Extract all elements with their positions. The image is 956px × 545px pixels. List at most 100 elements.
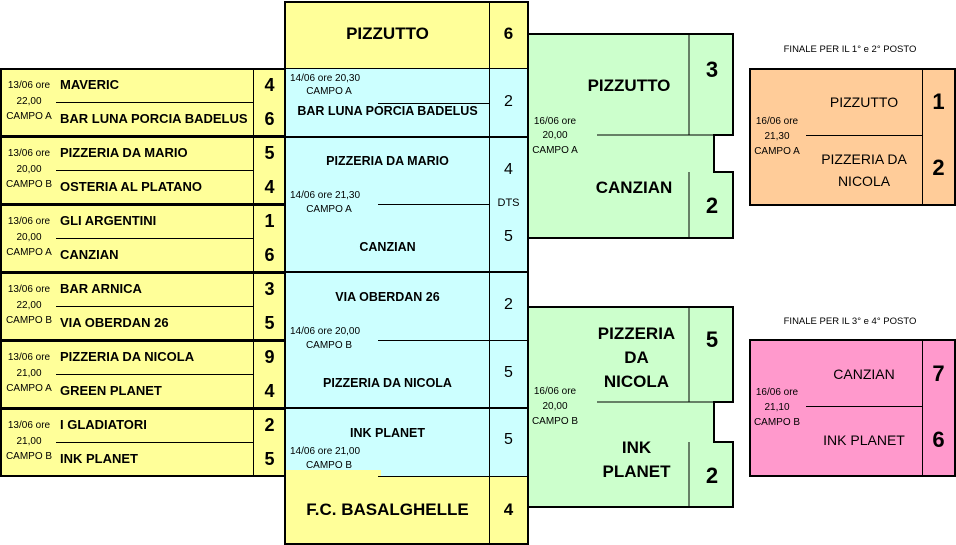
- team-score: 4: [264, 381, 275, 401]
- team-score: 4: [504, 161, 513, 178]
- match-date: 13/06 ore: [7, 420, 51, 431]
- dts-note: DTS: [490, 197, 527, 209]
- team-score: 6: [264, 245, 275, 265]
- match-date: 16/06 ore: [755, 116, 799, 127]
- team-name: INK PLANET: [350, 426, 425, 440]
- match-field: CAMPO B: [5, 179, 53, 190]
- team-score: 2: [504, 296, 513, 313]
- team-name: PIZZERIA DA NICOLA: [323, 376, 452, 390]
- match-time: 21,30: [764, 131, 790, 142]
- match-field: CAMPO A: [6, 383, 52, 394]
- team-score: 4: [503, 500, 514, 519]
- match-date: 13/06 ore: [7, 216, 51, 227]
- match-time: 20,00: [16, 164, 42, 175]
- team-score: 3: [264, 279, 275, 299]
- match-field: CAMPO B: [753, 417, 801, 428]
- match-time: 21,10: [764, 402, 790, 413]
- semifinal-2-shape: [527, 306, 734, 508]
- match-datetime: 14/06 ore 21,30: [290, 190, 361, 201]
- team-score: 2: [705, 463, 719, 488]
- final-3-4-box: [749, 339, 956, 477]
- team-name: PLANET: [602, 462, 671, 481]
- team-name: BAR LUNA PORCIA BADELUS: [297, 104, 478, 118]
- team-score: 5: [264, 313, 275, 333]
- match-time: 22,00: [16, 300, 42, 311]
- team-name: INK PLANET: [823, 432, 905, 448]
- team-name: DA: [624, 348, 649, 367]
- team-name: MAVERIC: [60, 77, 119, 92]
- match-field: CAMPO A: [6, 111, 52, 122]
- team-score: 6: [264, 109, 275, 129]
- match-datetime: 14/06 ore 20,30: [290, 73, 361, 84]
- match-date: 13/06 ore: [7, 284, 51, 295]
- team-name: I GLADIATORI: [60, 417, 147, 432]
- team-score: 3: [705, 57, 719, 82]
- team-score: 5: [705, 327, 719, 352]
- team-name: PIZZERIA DA NICOLA: [60, 349, 195, 364]
- team-name: VIA OBERDAN 26: [335, 290, 440, 304]
- match-time: 20,00: [16, 232, 42, 243]
- team-name: NICOLA: [837, 173, 891, 189]
- match-field: CAMPO B: [305, 460, 353, 471]
- match-date: 13/06 ore: [7, 80, 51, 91]
- team-name: BAR LUNA PORCIA BADELUS: [60, 111, 248, 126]
- team-name: INK: [621, 438, 652, 457]
- team-name: PIZZERIA: [597, 324, 676, 343]
- team-score: 9: [264, 347, 275, 367]
- team-score: 2: [932, 155, 945, 180]
- team-score: 2: [504, 93, 513, 110]
- team-score: 4: [264, 75, 275, 95]
- team-name: CANZIAN: [359, 240, 416, 254]
- team-name: CANZIAN: [833, 366, 895, 382]
- team-name: PIZZERIA DA MARIO: [60, 145, 188, 160]
- match-date: 16/06 ore: [533, 386, 577, 397]
- team-score: 2: [705, 193, 719, 218]
- team-name: PIZZERIA DA MARIO: [326, 154, 449, 168]
- match-field: CAMPO B: [305, 340, 353, 351]
- final-1-2-box: [749, 68, 956, 206]
- team-name: GREEN PLANET: [60, 383, 162, 398]
- team-score: 5: [504, 364, 513, 381]
- team-name: CANZIAN: [595, 178, 673, 197]
- match-field: CAMPO A: [532, 145, 578, 156]
- match-field: CAMPO B: [5, 451, 53, 462]
- match-date: 13/06 ore: [7, 148, 51, 159]
- semifinal-1-shape: [527, 33, 734, 239]
- match-time: 20,00: [542, 130, 568, 141]
- final-title: FINALE PER IL 1° e 2° POSTO: [783, 44, 917, 55]
- team-name: PIZZERIA DA: [821, 151, 907, 167]
- match-time: 20,00: [542, 401, 568, 412]
- team-name: INK PLANET: [60, 451, 138, 466]
- match-time: 22,00: [16, 96, 42, 107]
- match-field: CAMPO B: [531, 416, 579, 427]
- match-field: CAMPO A: [306, 86, 352, 97]
- team-name: PIZZUTTO: [587, 76, 671, 95]
- team-score: 5: [504, 228, 513, 245]
- team-name: CANZIAN: [60, 247, 119, 262]
- team-score: 6: [503, 24, 514, 43]
- team-name: VIA OBERDAN 26: [60, 315, 169, 330]
- team-score: 7: [932, 361, 945, 386]
- match-datetime: 14/06 ore 20,00: [290, 326, 361, 337]
- team-score: 6: [932, 427, 945, 452]
- team-score: 5: [504, 431, 513, 448]
- match-field: CAMPO A: [754, 146, 800, 157]
- team-name: BAR ARNICA: [60, 281, 142, 296]
- match-date: 13/06 ore: [7, 352, 51, 363]
- final-title: FINALE PER IL 3° e 4° POSTO: [783, 316, 917, 327]
- team-score: 1: [264, 211, 275, 231]
- seed-top: [286, 3, 527, 68]
- team-name: NICOLA: [603, 372, 670, 391]
- match-field: CAMPO A: [306, 204, 352, 215]
- team-name: PIZZUTTO: [346, 24, 429, 43]
- team-score: 2: [264, 415, 275, 435]
- match-datetime: 14/06 ore 21,00: [290, 446, 361, 457]
- team-score: 5: [264, 449, 275, 469]
- match-time: 21,00: [16, 368, 42, 379]
- team-name: GLI ARGENTINI: [60, 213, 157, 228]
- match-field: CAMPO B: [5, 315, 53, 326]
- match-field: CAMPO A: [6, 247, 52, 258]
- team-name: OSTERIA AL PLATANO: [60, 179, 203, 194]
- round2-column-frame: [284, 1, 529, 545]
- match-date: 16/06 ore: [533, 116, 577, 127]
